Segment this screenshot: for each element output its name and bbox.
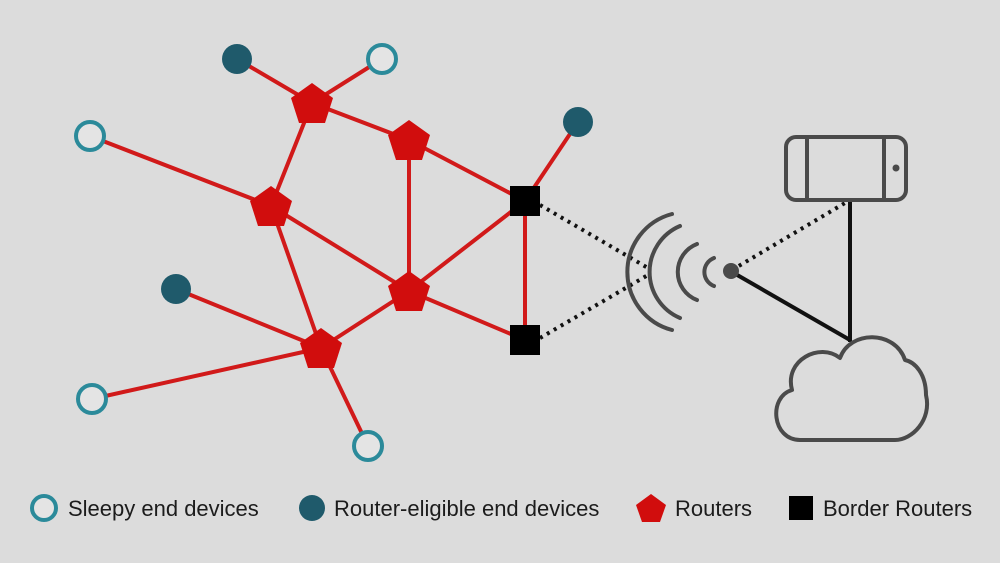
router xyxy=(388,271,430,311)
wireless-link-phone xyxy=(730,198,852,272)
wireless-access-point-icon xyxy=(625,212,739,332)
link-eligible-left-router5 xyxy=(174,287,323,350)
legend-border-routers-label: Border Routers xyxy=(823,496,972,521)
border-router xyxy=(510,325,540,355)
wifi-arc-inner xyxy=(702,256,716,288)
sleepy-end-device xyxy=(74,120,106,152)
router-eligible-device xyxy=(222,44,252,74)
access-point-dot xyxy=(723,263,739,279)
router-eligible-device xyxy=(161,274,191,304)
border-routers xyxy=(510,186,540,355)
link-sleepy-left-router3 xyxy=(88,134,273,208)
cloud-outline xyxy=(774,335,930,442)
wifi-arc-outermost xyxy=(625,212,674,332)
legend-border-router-icon xyxy=(789,496,813,520)
mesh-links xyxy=(88,57,580,448)
wired-link-access-point-cloud xyxy=(731,270,851,342)
legend-sleepy-label: Sleepy end devices xyxy=(68,496,259,521)
smartphone-icon xyxy=(784,135,908,202)
link-router3-router4 xyxy=(269,204,411,293)
sleepy-end-device xyxy=(366,43,398,75)
wireless-link-border-bottom xyxy=(538,273,650,340)
phone-body xyxy=(784,135,908,202)
router xyxy=(388,120,430,160)
link-sleepy-bottomleft-router5 xyxy=(90,346,323,401)
link-router2-border-top xyxy=(407,138,527,203)
router-eligible-device xyxy=(563,107,593,137)
border-router xyxy=(510,186,540,216)
router xyxy=(250,186,292,226)
wifi-arc-outer xyxy=(647,224,682,320)
legend-sleepy-icon xyxy=(30,494,58,522)
router xyxy=(291,83,333,123)
legend-labels: Sleepy end devices Router-eligible end d… xyxy=(68,496,972,521)
wireless-link-border-top xyxy=(538,203,650,270)
legend-routers-label: Routers xyxy=(675,496,752,521)
wifi-arc-middle xyxy=(675,242,699,302)
wired-links xyxy=(731,200,852,342)
sleepy-end-device xyxy=(352,430,384,462)
link-router4-border-bottom xyxy=(407,289,527,342)
sleepy-end-device xyxy=(76,383,108,415)
sleepy-devices xyxy=(74,43,398,462)
link-router3-router5 xyxy=(269,204,323,350)
legend-router-eligible-icon xyxy=(299,495,325,521)
link-router4-border-top xyxy=(407,199,527,293)
wireless-links xyxy=(538,198,852,340)
router xyxy=(300,328,342,368)
phone-button xyxy=(892,164,900,172)
router-eligible-devices xyxy=(161,44,593,304)
legend-router-icon xyxy=(636,494,666,522)
legend-icons xyxy=(30,494,813,522)
routers xyxy=(250,83,430,368)
legend-router-eligible-label: Router-eligible end devices xyxy=(334,496,599,521)
cloud-icon xyxy=(774,335,930,442)
